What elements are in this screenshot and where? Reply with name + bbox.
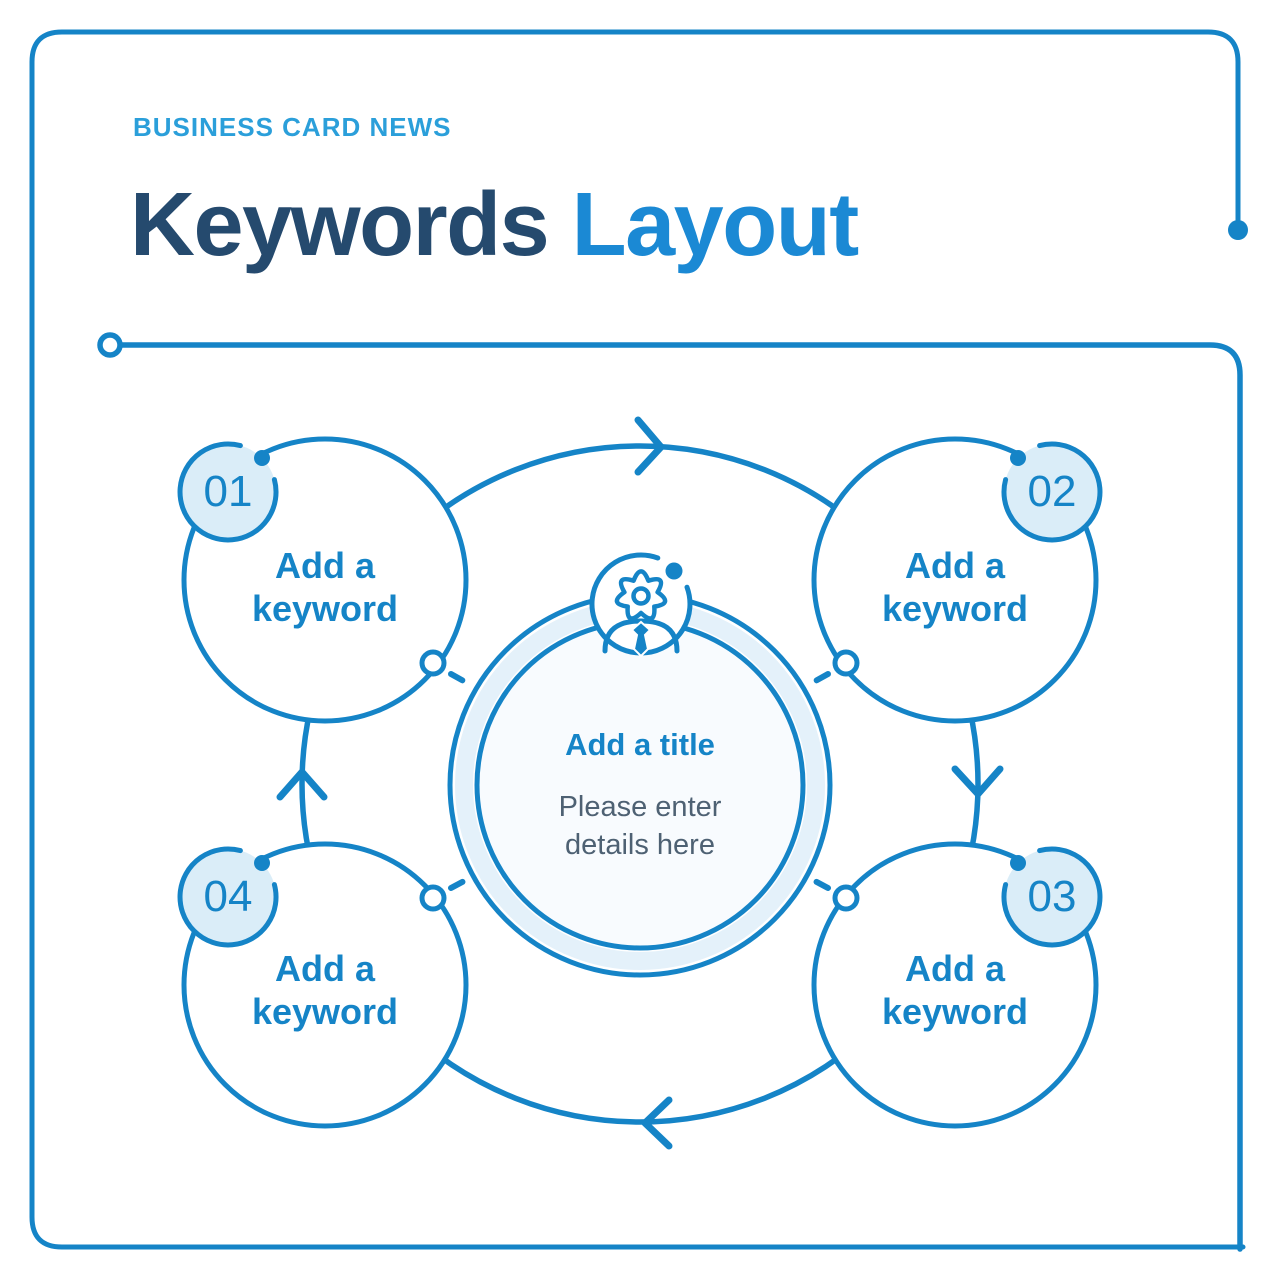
connector-ring-04	[419, 884, 447, 912]
page-title: Keywords Layout	[130, 180, 859, 270]
frame-start-ring	[97, 332, 123, 358]
badge-number-04: 04	[203, 872, 253, 921]
eyebrow-label: BUSINESS CARD NEWS	[133, 112, 452, 142]
arrow-left-icon	[641, 1096, 673, 1150]
cycle-ring	[276, 416, 1004, 1150]
badge-dot-03	[1010, 855, 1026, 871]
number-badges	[177, 441, 1103, 948]
badge-dot-04	[254, 855, 270, 871]
connector-ring-03	[832, 884, 860, 912]
center-connectors	[419, 649, 860, 912]
arrow-right-icon	[634, 416, 665, 476]
badge-dot-01	[254, 450, 270, 466]
page-title-primary: Keywords	[130, 175, 550, 275]
outer-frame	[29, 29, 1248, 1250]
badge-number-03: 03	[1027, 872, 1077, 921]
center-title-placeholder[interactable]: Add a title	[565, 727, 715, 762]
arrow-down-icon	[951, 765, 1004, 798]
badge-number-01: 01	[203, 467, 253, 516]
badge-circle-04	[180, 849, 276, 945]
arrow-up-icon	[276, 768, 328, 801]
page-title-accent: Layout	[571, 175, 860, 275]
center-details-placeholder[interactable]: Please enter details here	[558, 791, 722, 861]
center-icon-circle	[589, 552, 693, 658]
connector-ring-01	[419, 649, 447, 677]
icon-circle-dot	[665, 562, 683, 580]
keyword-placeholder-04[interactable]: Add a keyword	[251, 948, 399, 1032]
connector-ring-02	[832, 649, 860, 677]
badge-circle-03	[1004, 849, 1100, 945]
keyword-placeholder-02[interactable]: Add a keyword	[881, 545, 1029, 629]
keyword-placeholder-03[interactable]: Add a keyword	[881, 948, 1029, 1032]
frame-end-dot	[1228, 220, 1248, 240]
badge-dot-02	[1010, 450, 1026, 466]
center-donut	[447, 592, 833, 978]
inner-frame	[97, 332, 1243, 1252]
inner-frame-border	[119, 342, 1243, 1252]
person-gear-icon	[602, 569, 680, 658]
keyword-placeholder-01[interactable]: Add a keyword	[251, 545, 399, 629]
badge-number-02: 02	[1027, 467, 1077, 516]
outer-frame-border	[29, 29, 1246, 1250]
badge-circle-02	[1004, 444, 1100, 540]
badge-circle-01	[180, 444, 276, 540]
